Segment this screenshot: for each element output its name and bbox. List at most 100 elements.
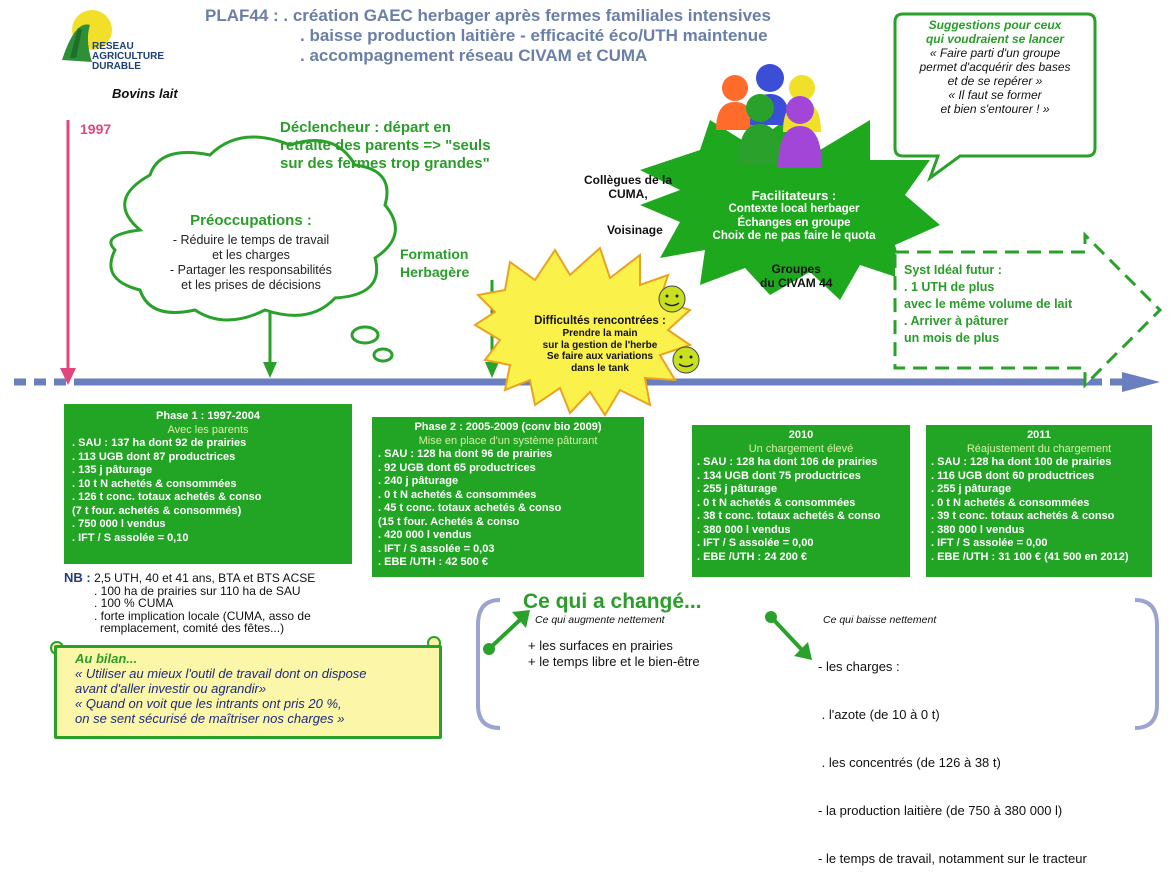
preoccupations-title: Préoccupations : (190, 212, 312, 229)
changes-bracket-right (1134, 598, 1159, 730)
arrow-down-icon (765, 611, 812, 660)
phase-item: . 113 UGB dont 87 productrices (72, 450, 236, 463)
nb-line: . 100 % CUMA (94, 596, 174, 610)
logo-figure (62, 10, 112, 62)
phase-item: . IFT / S assolée = 0,03 (378, 542, 495, 555)
up-item: + le temps libre et le bien-être (528, 654, 700, 669)
phase-item: . SAU : 137 ha dont 92 de prairies (72, 437, 247, 449)
phase-item: (7 t four. achetés & consommés) (72, 504, 242, 517)
down-item: - la production laitière (de 750 à 380 0… (818, 803, 1063, 818)
up-label: Ce qui augmente nettement (535, 614, 665, 626)
facilitateurs-text: Facilitateurs : Contexte local herbager … (684, 188, 904, 244)
page-title: PLAF44 : . création GAEC herbager après … (205, 6, 771, 65)
phase-item: . SAU : 128 ha dont 96 de prairies (378, 448, 553, 460)
nb-line: . 100 ha de prairies sur 110 ha de SAU (94, 583, 301, 598)
phase-subtitle: Réajustement du chargement (966, 442, 1112, 455)
syst-ideal-arrow (893, 231, 1163, 389)
phase-item: . 0 t N achetés & consommées (697, 496, 856, 509)
phase-box-3: 2010 Un chargement élevé . SAU : 128 ha … (692, 425, 910, 577)
phase-item: . 10 t N achetés & consommées (72, 477, 237, 490)
changes-title: Ce qui a changé... (523, 590, 702, 613)
bilan-line: on se sent sécurisé de maîtriser nos cha… (75, 711, 345, 726)
phase-title: 2011 (1027, 429, 1051, 441)
down-item: . les concentrés (de 126 à 38 t) (818, 755, 1001, 770)
bilan-box: Au bilan... « Utiliser au mieux l'outil … (54, 645, 442, 739)
formation-text: Formation Herbagère (400, 246, 470, 280)
preoccupations-text: Préoccupations : - Réduire le temps de t… (126, 212, 376, 293)
phase-item: . SAU : 128 ha dont 100 de prairies (931, 456, 1112, 468)
phase-item: . 0 t N achetés & consommées (931, 496, 1090, 509)
diagram-graphics (14, 10, 1163, 730)
nb-line: . forte implication locale (CUMA, asso d… (94, 608, 311, 623)
phase-item: . 420 000 l vendus (378, 529, 472, 541)
down-item: - les charges : (818, 659, 900, 674)
phase-item: . 240 j pâturage (378, 475, 459, 487)
phase-item: . 39 t conc. totaux achetés & conso (931, 510, 1115, 522)
nb-line: 2,5 UTH, 40 et 41 ans, BTA et BTS ACSE (94, 571, 316, 585)
changes-bracket-left (476, 598, 501, 730)
phase-subtitle: Un chargement élevé (748, 442, 854, 455)
preoccupations-cloud (109, 135, 397, 363)
phase-item: . 38 t conc. totaux achetés & conso (697, 510, 881, 522)
suggestions-text: Suggestions pour ceux qui voudraient se … (900, 18, 1090, 116)
start-year: 1997 (80, 121, 112, 137)
bilan-line: avant d'aller investir ou agrandir» (75, 681, 267, 696)
phase-item: . 255 j pâturage (697, 483, 778, 495)
phase-item: . 135 j pâturage (72, 464, 153, 476)
phase-box-1: Phase 1 : 1997-2004 Avec les parents . S… (64, 404, 352, 564)
syst-ideal-text: Syst Idéal futur : . 1 UTH de plus avec … (904, 263, 1073, 345)
phase-item: . 0 t N achetés & consommées (378, 488, 537, 501)
smiley-icon (672, 346, 700, 374)
bilan-line: « Quand on voit que les intrants ont pri… (75, 696, 342, 711)
phase-item: . IFT / S assolée = 0,00 (931, 537, 1048, 549)
nb-label: NB : (64, 570, 91, 585)
phase-item: . 116 UGB dont 60 productrices (931, 469, 1095, 482)
phase-item: . 380 000 l vendus (697, 523, 791, 536)
phase-item: . IFT / S assolée = 0,10 (72, 531, 189, 544)
suggestions-bubble (893, 12, 1097, 183)
down-list: - les charges : . l'azote (de 10 à 0 t) … (818, 627, 1087, 883)
phase-item: . 750 000 l vendus (72, 518, 166, 530)
people-group-icon (716, 64, 822, 168)
phase-item: (15 t four. Achetés & conso (378, 515, 520, 528)
facilitateurs-label-civam: Groupes du CIVAM 44 (760, 262, 833, 290)
nb-notes: NB : 2,5 UTH, 40 et 41 ans, BTA et BTS A… (64, 570, 316, 635)
phase-item: . EBE /UTH : 42 500 € (378, 556, 489, 568)
phase-box-2: Phase 2 : 2005-2009 (conv bio 2009) Mise… (372, 417, 644, 577)
phase-item: . EBE /UTH : 24 200 € (697, 550, 808, 563)
phase-item: . 45 t conc. totaux achetés & conso (378, 502, 562, 514)
phase-item: . 134 UGB dont 75 productrices (697, 469, 861, 482)
facilitateurs-label-voisinage: Voisinage (607, 223, 663, 237)
phase-item: . SAU : 128 ha dont 106 de prairies (697, 456, 878, 468)
difficultes-title: Difficultés rencontrées : (534, 315, 666, 327)
phase-item: . 255 j pâturage (931, 483, 1012, 495)
logo-text: RESEAU AGRICULTURE DURABLE (92, 41, 165, 72)
facilitateurs-starburst (640, 110, 940, 300)
down-item: . l'azote (de 10 à 0 t) (818, 707, 940, 722)
bilan-title: Au bilan... (75, 651, 138, 666)
phase-box-4: 2011 Réajustement du chargement . SAU : … (926, 425, 1152, 577)
smiley-icon (658, 285, 686, 313)
phase-subtitle: Mise en place d'un système pâturant (418, 434, 598, 447)
down-label: Ce qui baisse nettement (823, 614, 937, 626)
phase-title: 2010 (788, 429, 814, 441)
phase-item: . EBE /UTH : 31 100 € (41 500 en 2012) (931, 550, 1129, 563)
difficultes-starburst (473, 246, 693, 417)
start-year-arrowhead (60, 368, 76, 385)
arrow-up-icon (483, 610, 530, 655)
phase-title: Phase 2 : 2005-2009 (conv bio 2009) (414, 421, 602, 433)
suggestions-title: Suggestions pour ceux qui voudraient se … (925, 18, 1065, 46)
phase-title: Phase 1 : 1997-2004 (156, 410, 260, 422)
phase-item: . 126 t conc. totaux achetés & conso (72, 491, 262, 503)
nb-line: remplacement, comité des fêtes...) (100, 621, 285, 635)
phase-subtitle: Avec les parents (167, 423, 249, 436)
facilitateurs-label-cuma: Collègues de la CUMA, (584, 173, 673, 201)
phase-item: . 92 UGB dont 65 productrices (378, 461, 536, 474)
up-item: + les surfaces en prairies (528, 638, 673, 653)
subtitle: Bovins lait (112, 86, 178, 101)
facilitateurs-title: Facilitateurs : (751, 188, 837, 203)
phase-item: . IFT / S assolée = 0,00 (697, 537, 814, 549)
bilan-line: « Utiliser au mieux l'outil de travail d… (75, 666, 367, 681)
up-list: + les surfaces en prairies + le temps li… (528, 638, 700, 670)
declencheur-text: Déclencheur : départ en retraite des par… (280, 119, 491, 172)
